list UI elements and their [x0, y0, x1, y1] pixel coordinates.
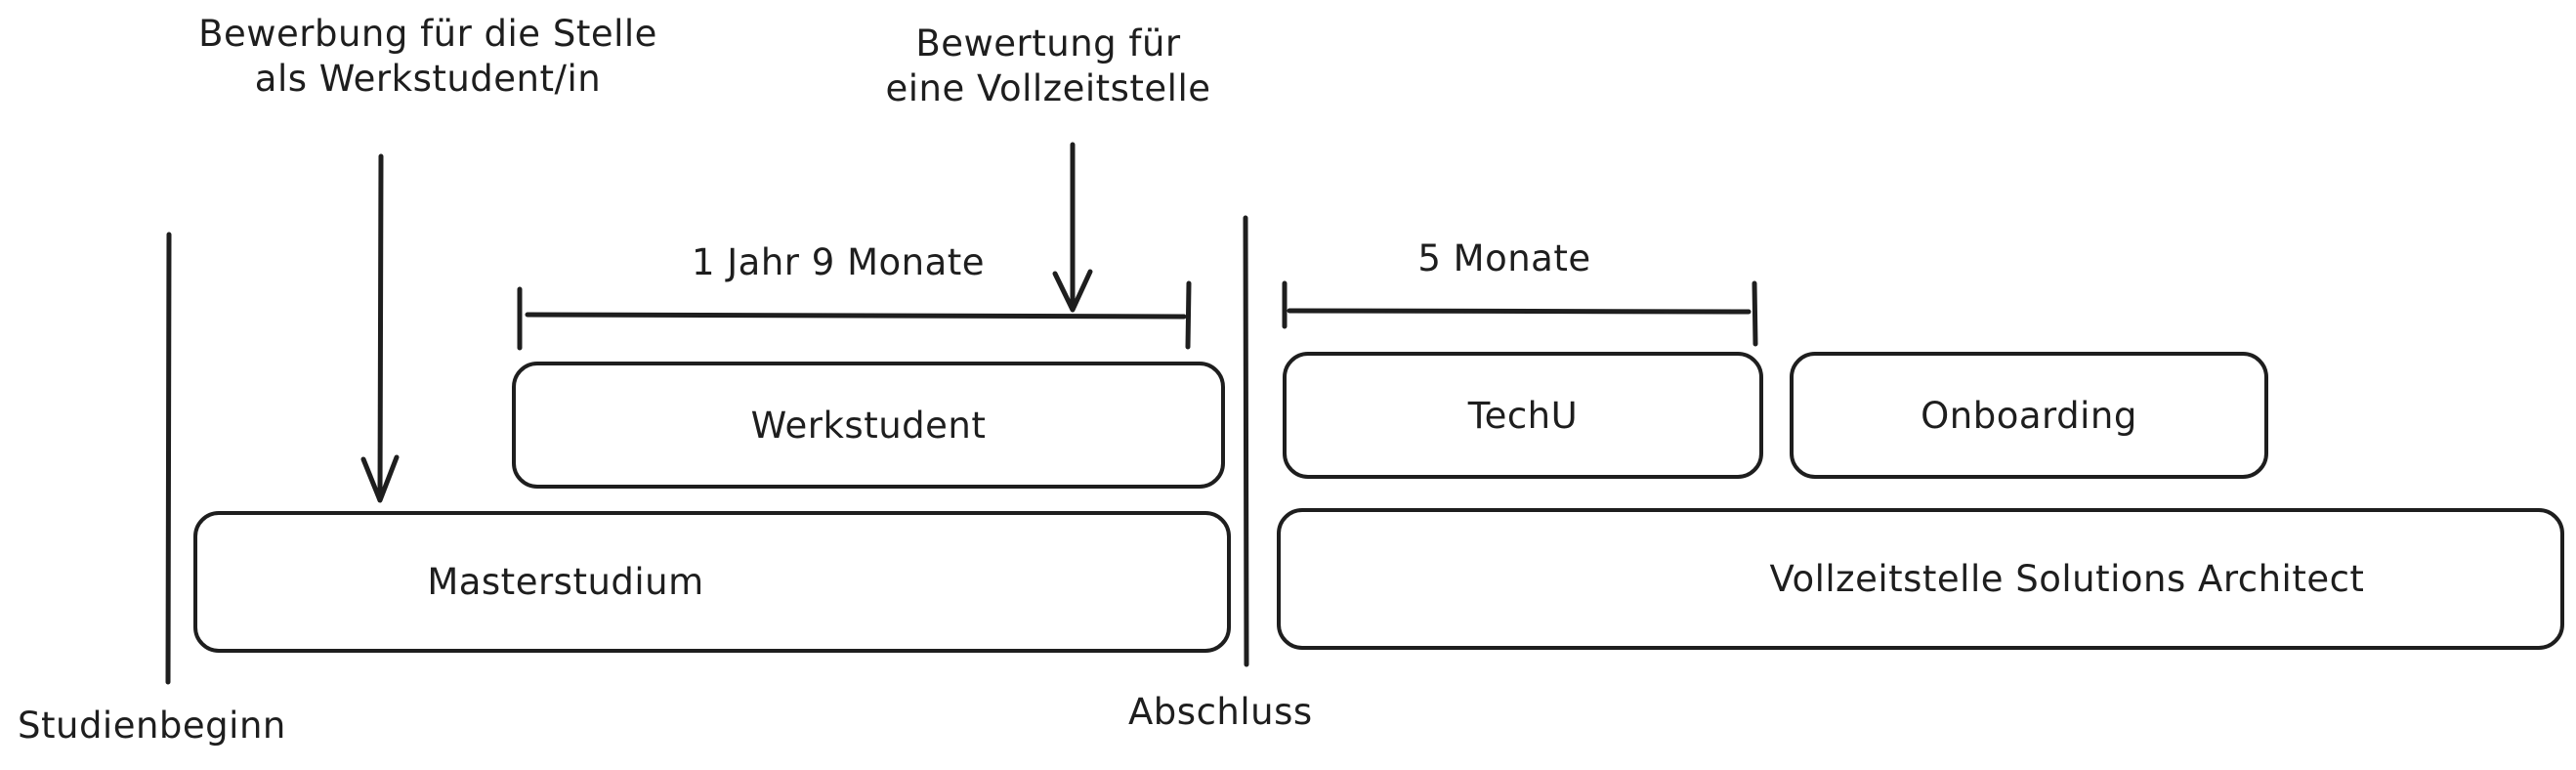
application-arrow — [377, 153, 384, 501]
onboarding-label: Onboarding — [1921, 394, 2137, 437]
werkstudent-duration-bracket — [517, 280, 1192, 351]
evaluation-arrow-head — [1052, 269, 1093, 313]
evaluation-annotation-line-1: Bewertung für — [915, 22, 1181, 64]
onboarding-box: Onboarding — [1790, 352, 2268, 479]
application-annotation: Bewerbung für die Stelle als Werkstudent… — [198, 12, 657, 103]
masterstudium-label: Masterstudium — [427, 561, 704, 603]
application-arrow-head — [360, 454, 400, 503]
techu-duration-bracket — [1282, 280, 1758, 347]
vollzeitstelle-label: Vollzeitstelle Solutions Architect — [1769, 558, 2365, 600]
application-annotation-line-2: als Werkstudent/in — [254, 58, 602, 101]
techu-box: TechU — [1283, 352, 1763, 479]
evaluation-annotation-line-2: eine Vollzeitstelle — [885, 67, 1211, 110]
techu-label: TechU — [1467, 394, 1579, 437]
masterstudium-box: Masterstudium — [193, 511, 1231, 653]
studienbeginn-label: Studienbeginn — [18, 705, 286, 747]
vollzeitstelle-box: Vollzeitstelle Solutions Architect — [1277, 508, 2564, 650]
techu-duration-label: 5 Monate — [1417, 237, 1591, 279]
evaluation-annotation: Bewertung für eine Vollzeitstelle — [886, 21, 1211, 112]
werkstudent-box: Werkstudent — [512, 362, 1225, 489]
abschluss-label: Abschluss — [1128, 691, 1313, 733]
werkstudent-duration-label: 1 Jahr 9 Monate — [691, 241, 986, 283]
werkstudent-label: Werkstudent — [750, 404, 987, 447]
studienbeginn-line — [165, 232, 172, 685]
application-annotation-line-1: Bewerbung für die Stelle — [198, 13, 657, 55]
